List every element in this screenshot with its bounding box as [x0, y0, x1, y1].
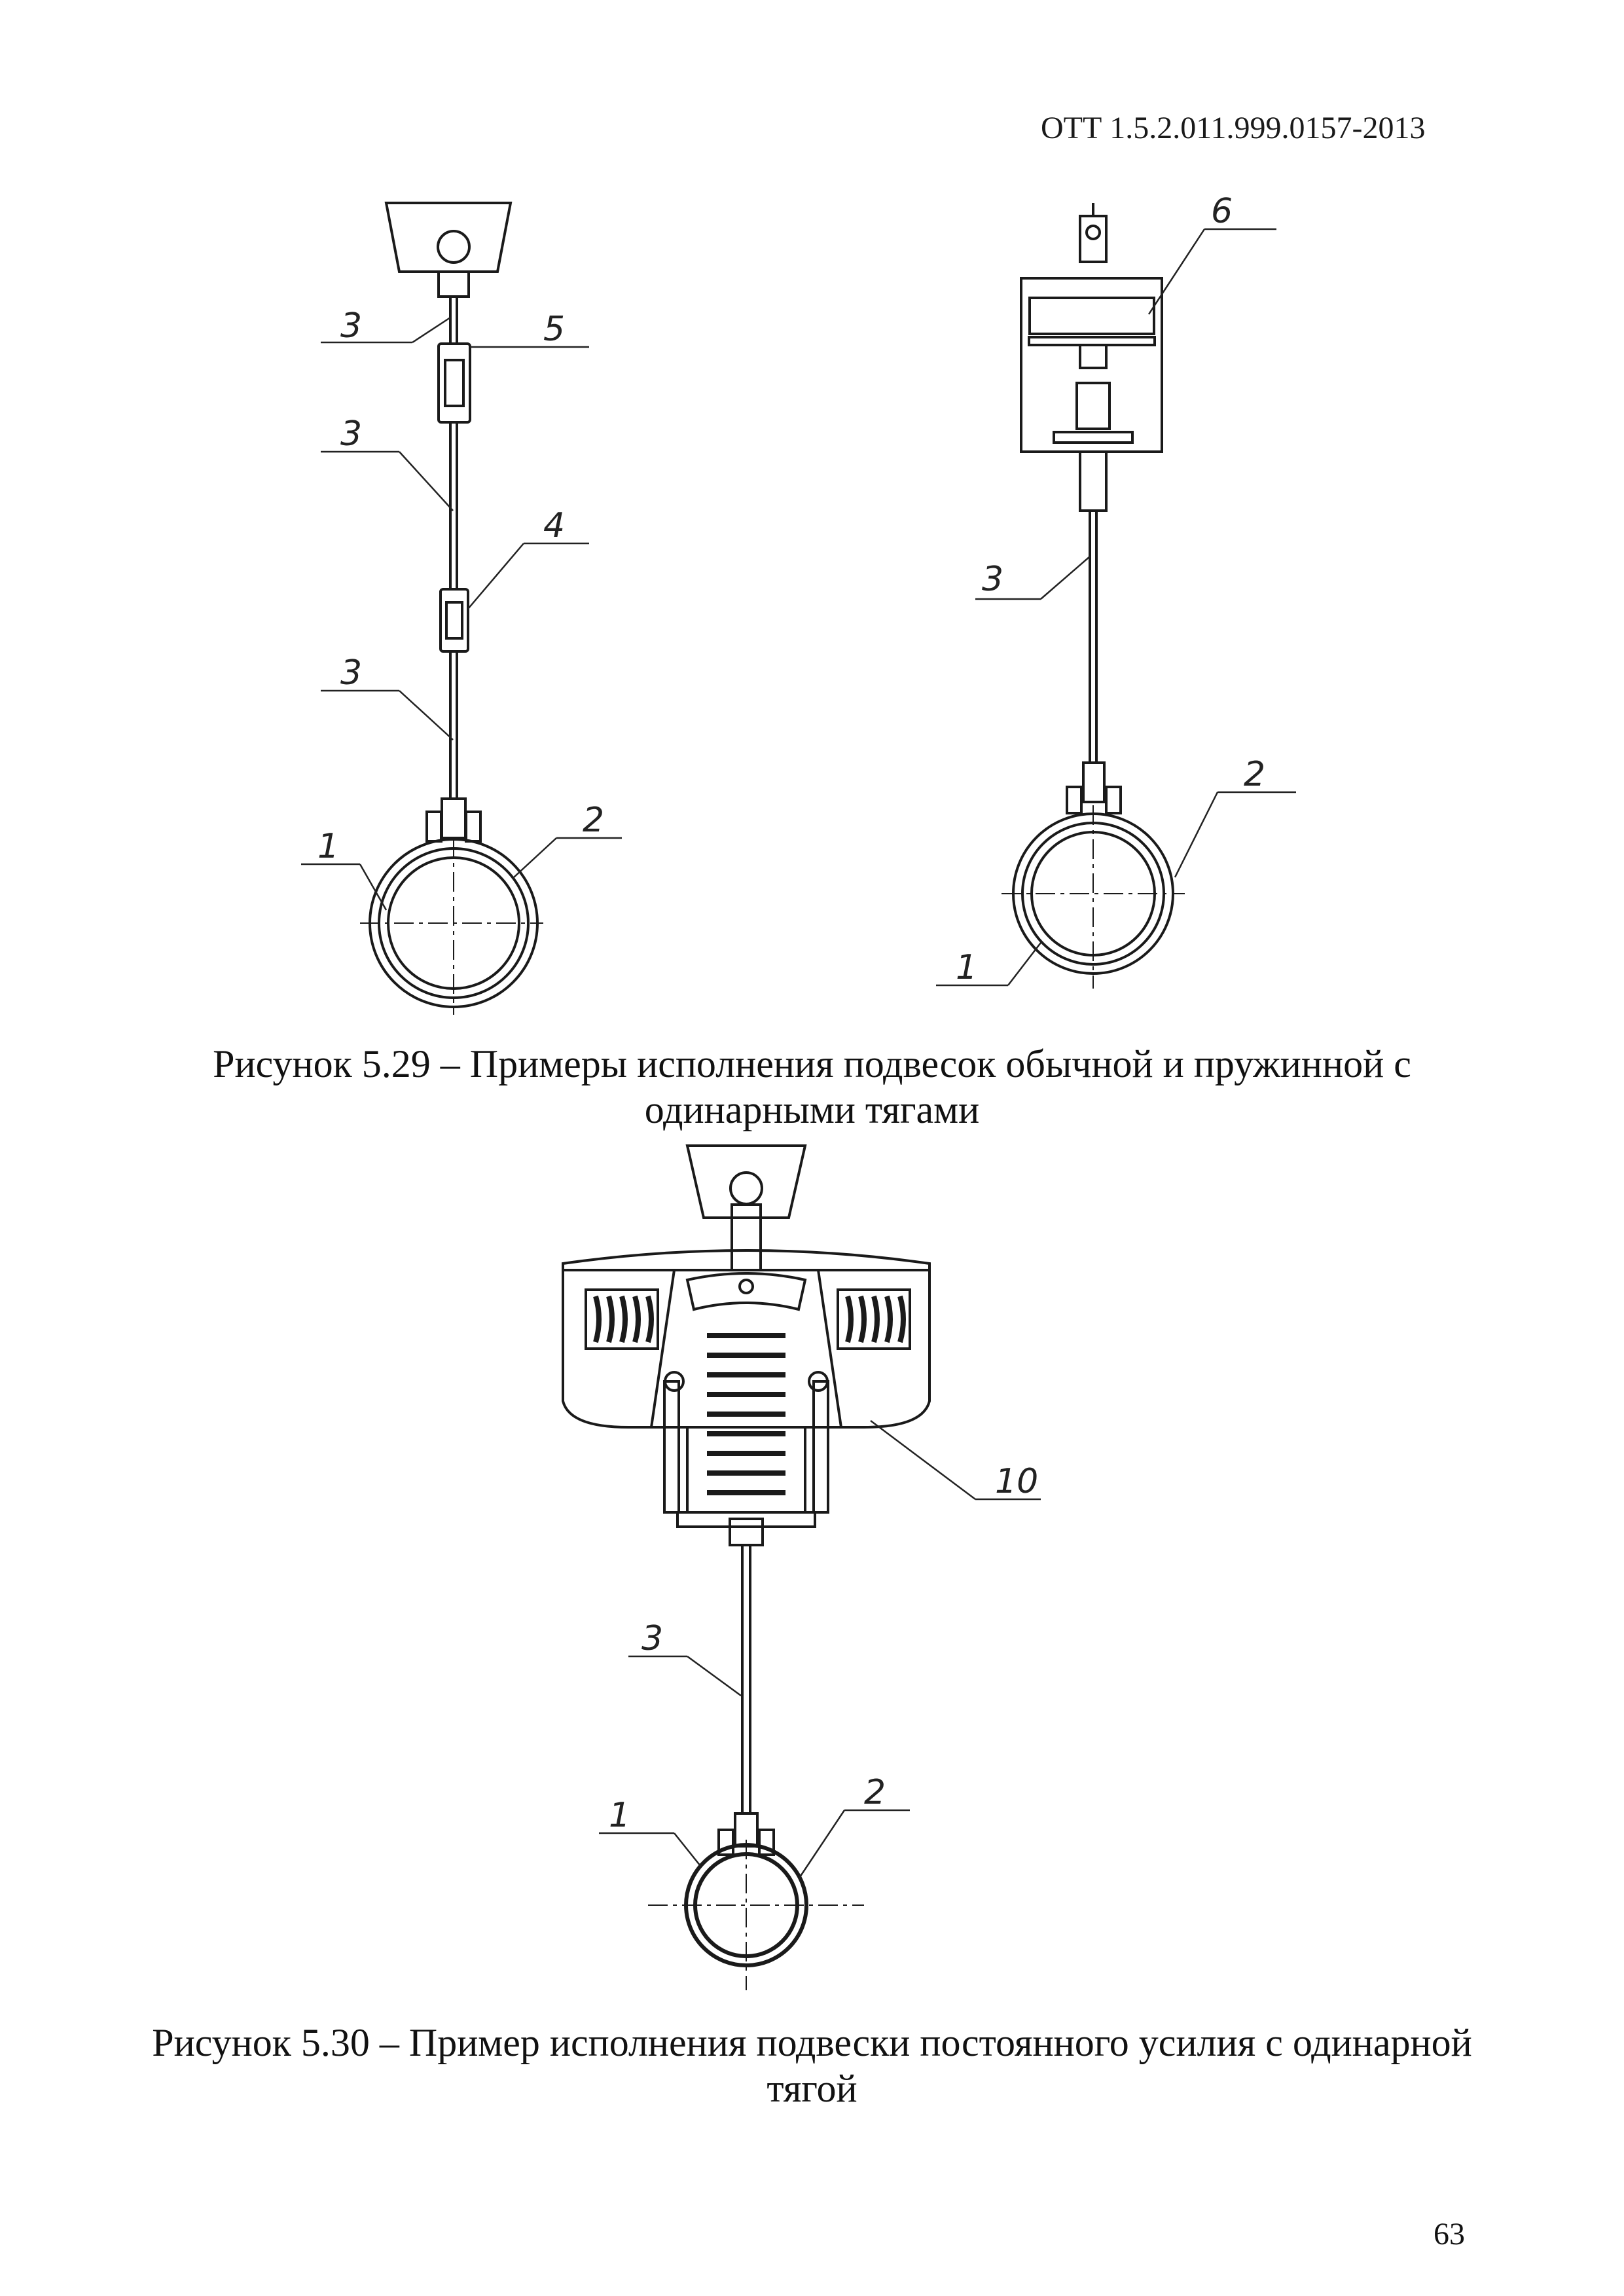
caption-line: Рисунок 5.30 – Пример исполнения подвеск… — [152, 2021, 1472, 2064]
label-clamp: 2 — [583, 801, 604, 840]
label-rod-top: 3 — [340, 306, 362, 346]
label-clamp: 2 — [864, 1773, 886, 1812]
label-spring-block: 6 — [1211, 192, 1233, 231]
label-rod-mid: 3 — [340, 414, 362, 454]
caption-line: одинарными тягами — [644, 1088, 980, 1131]
document-code: ОТТ 1.5.2.011.999.0157-2013 — [1041, 111, 1426, 145]
label-coupling: 4 — [543, 506, 565, 545]
label-turnbuckle: 5 — [543, 310, 565, 349]
label-constant-block: 10 — [995, 1462, 1038, 1501]
label-pipe: 1 — [609, 1796, 630, 1835]
label-rod-low: 3 — [340, 653, 362, 693]
figure-529-caption: Рисунок 5.29 – Примеры исполнения подвес… — [0, 1041, 1624, 1133]
label-rod: 3 — [641, 1619, 663, 1658]
caption-line: тягой — [767, 2067, 857, 2110]
label-pipe: 1 — [956, 948, 977, 987]
label-pipe: 1 — [317, 827, 339, 866]
figure-530-constant-force-hanger: 10 3 1 2 — [562, 1144, 1041, 1990]
page-number: 63 — [1434, 2217, 1465, 2251]
label-clamp: 2 — [1244, 755, 1265, 794]
figure-529-conventional-hanger: 3 5 3 4 3 2 1 — [301, 202, 622, 1015]
figure-529-spring-hanger: 6 3 2 1 — [936, 192, 1296, 989]
figure-530-caption: Рисунок 5.30 – Пример исполнения подвеск… — [0, 2020, 1624, 2111]
caption-line: Рисунок 5.29 – Примеры исполнения подвес… — [213, 1042, 1411, 1085]
label-rod: 3 — [982, 560, 1003, 599]
